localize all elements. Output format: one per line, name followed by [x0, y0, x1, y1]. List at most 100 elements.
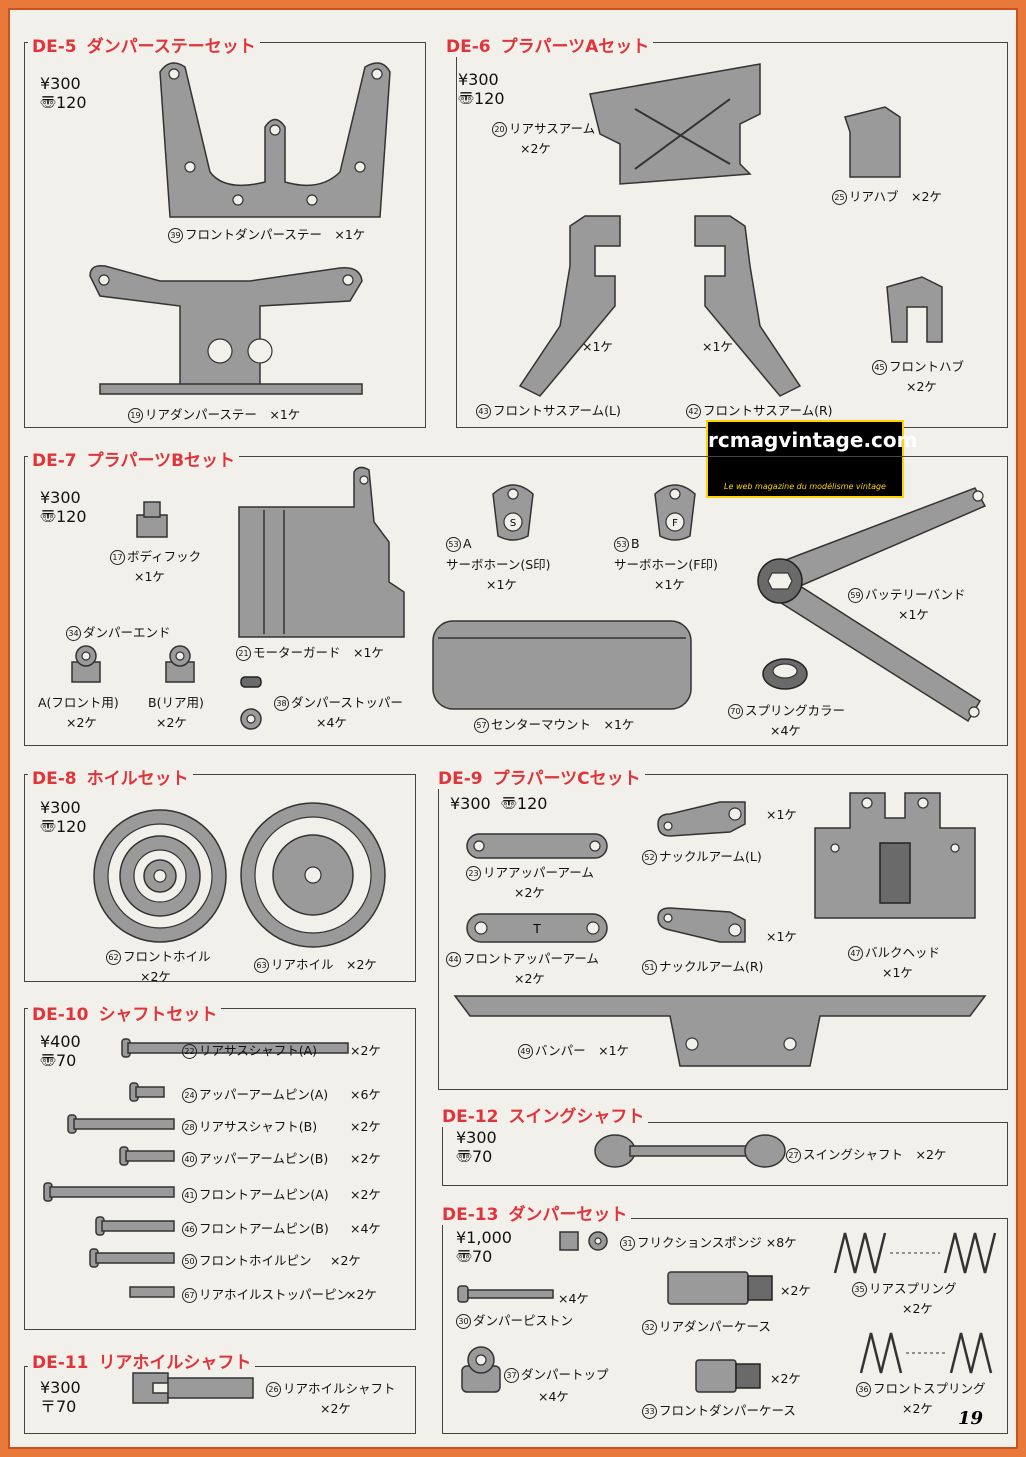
knuckle-arm-r-drawing: [657, 907, 746, 943]
de13-box: [442, 1218, 1008, 1434]
p17-qty: ×1ケ: [134, 569, 165, 584]
damper-end-b-drawing: [165, 645, 195, 683]
p52-qty: ×1ケ: [766, 807, 797, 822]
shaft-item-qty: ×2ケ: [346, 1287, 377, 1302]
shaft-drawing-6: [89, 1248, 175, 1268]
de7-box: [24, 456, 1008, 746]
p53b-qty: ×1ケ: [654, 577, 685, 592]
de8-box: [24, 774, 416, 982]
page-number: 19: [958, 1408, 984, 1429]
de9-price: ¥300 〠120: [450, 794, 548, 813]
de10-price: ¥400〠70: [40, 1032, 81, 1070]
spring-collar-drawing: [762, 658, 808, 690]
shaft-item-qty: ×2ケ: [350, 1119, 381, 1134]
p30-qty: ×4ケ: [558, 1291, 589, 1306]
shaft-drawing-0: [121, 1038, 349, 1058]
p26-qty: ×2ケ: [320, 1401, 351, 1416]
de7-price: ¥300〠120: [40, 488, 87, 526]
p70-qty: ×4ケ: [770, 723, 801, 738]
shaft-item-qty: ×2ケ: [330, 1253, 361, 1268]
damper-top-drawing: [461, 1346, 501, 1393]
p34b-qty: ×2ケ: [156, 715, 187, 730]
p37-qty: ×4ケ: [538, 1389, 569, 1404]
shaft-item-qty: ×2ケ: [350, 1043, 381, 1058]
bulkhead-drawing: [814, 792, 976, 919]
front-damper-case-drawing: [695, 1359, 761, 1393]
center-mount-drawing: [432, 620, 692, 710]
p44-qty: ×2ケ: [514, 971, 545, 986]
servo-horn-s-mark: S: [510, 518, 516, 529]
motor-guard-drawing: [238, 466, 405, 638]
rear-wheel-drawing: [240, 802, 386, 948]
p20-qty: ×2ケ: [520, 141, 551, 156]
p47-qty: ×1ケ: [882, 965, 913, 980]
shaft-item-qty: ×2ケ: [350, 1187, 381, 1202]
rear-sus-arm-drawing: [589, 63, 761, 185]
p36-qty: ×2ケ: [902, 1401, 933, 1416]
de9-box: [438, 774, 1008, 1090]
front-upper-arm-drawing: T: [466, 913, 608, 943]
servo-horn-f-drawing: F: [654, 484, 696, 541]
shaft-drawing-2: [67, 1114, 175, 1134]
servo-horn-s-drawing: S: [492, 484, 534, 541]
de12-box: [442, 1122, 1008, 1186]
p34a-qty: ×2ケ: [66, 715, 97, 730]
front-damper-stay-drawing: [159, 62, 391, 218]
body-hook-drawing: [136, 501, 168, 538]
rear-wheel-shaft-drawing: [132, 1372, 254, 1404]
rear-upper-arm-drawing: [466, 833, 608, 859]
shaft-drawing-3: [119, 1146, 175, 1166]
damper-end-a-drawing: [71, 645, 101, 683]
damper-stopper-drawing: [240, 676, 262, 730]
p62-qty: ×2ケ: [140, 969, 171, 984]
de13-price: ¥1,000〠70: [456, 1228, 512, 1266]
p23-qty: ×2ケ: [514, 885, 545, 900]
swing-shaft-drawing: [594, 1134, 786, 1168]
p38-qty: ×4ケ: [316, 715, 347, 730]
front-sus-arm-l-drawing: [518, 215, 621, 397]
site-logo: rcmagvintage.com Le web magazine du modé…: [706, 420, 917, 498]
servo-horn-f-mark: F: [672, 518, 678, 529]
front-sus-arm-r-drawing: [694, 215, 802, 397]
p51-qty: ×1ケ: [766, 929, 797, 944]
p45-qty: ×2ケ: [906, 379, 937, 394]
p33-qty: ×2ケ: [770, 1371, 801, 1386]
knuckle-arm-l-drawing: [657, 801, 746, 837]
p43-qty: ×1ケ: [582, 339, 613, 354]
p59-qty: ×1ケ: [898, 607, 929, 622]
shaft-drawing-4: [43, 1182, 175, 1202]
battery-band-drawing: [757, 487, 987, 723]
